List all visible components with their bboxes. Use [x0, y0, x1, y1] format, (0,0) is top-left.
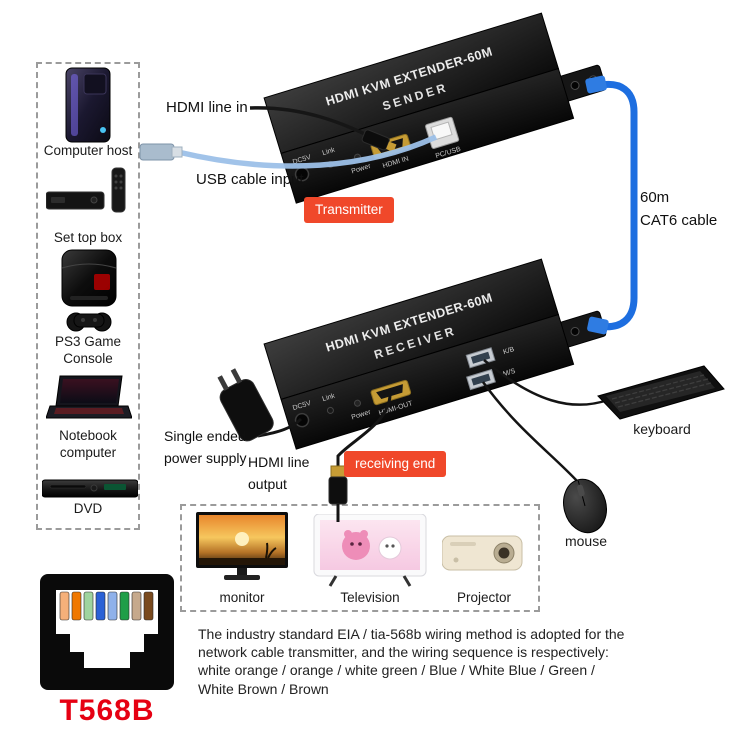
set-top-box-image [46, 167, 126, 213]
receiver-unit-image: HDMI KVM EXTENDER-60M RECEIVER DC5V Link… [263, 258, 607, 450]
source-device-label: DVD [73, 501, 103, 516]
receiver-link-led [326, 406, 334, 414]
display-devices-panel [180, 504, 540, 612]
display-device-label: monitor [219, 590, 265, 605]
remote-buttons [114, 174, 123, 190]
t568b-connector-image [40, 574, 174, 690]
wiring-description-text: The industry standard EIA / tia-568b wir… [198, 626, 625, 697]
source-device-label: PS3 Game Console [54, 334, 122, 366]
game-controller [66, 312, 112, 332]
wire-brown [143, 591, 154, 621]
receiving-end-badge: receiving end [344, 451, 447, 477]
wire-white-orange [59, 591, 70, 621]
wire-white-blue [107, 591, 118, 621]
cat6-cable-label: 60m CAT6 cable [640, 189, 718, 230]
display-device-label: Television [340, 590, 400, 605]
monitor-image [196, 512, 288, 580]
notebook-image [46, 375, 132, 419]
mouse-label: mouse [564, 533, 608, 549]
transmitter-badge: Transmitter [304, 197, 394, 223]
keyboard-label: keyboard [633, 421, 691, 437]
wire-white-green [83, 591, 94, 621]
source-devices-panel [36, 62, 140, 530]
wire-white-brown [131, 591, 142, 621]
wire-orange [71, 591, 82, 621]
t568b-wires [59, 591, 154, 621]
hdmi-line-in-label: HDMI line in [166, 99, 248, 116]
ps3-console-image [61, 249, 117, 332]
source-device-label: Notebook computer [59, 428, 117, 460]
computer-host-image [65, 67, 111, 143]
source-device-label: Computer host [43, 143, 133, 158]
hdmi-line-output-label: HDMI line output [248, 454, 310, 492]
usb-plug [139, 143, 183, 161]
display-device-label: Projector [456, 590, 512, 605]
wire-green [119, 591, 130, 621]
receiver-kb-port [465, 347, 496, 369]
television-image [313, 514, 427, 587]
t568b-label: T568B [59, 694, 155, 727]
dvd-player-image [42, 479, 138, 498]
receiver-link-label: Link [322, 393, 337, 404]
receiver-kb-label: K/B [502, 346, 515, 356]
power-supply-label: Single ended power supply [164, 428, 247, 466]
projector-image [442, 535, 523, 571]
wire-blue [95, 591, 106, 621]
usb-cable-input-label: USB cable input [196, 171, 304, 188]
source-device-label: Set top box [53, 230, 123, 245]
